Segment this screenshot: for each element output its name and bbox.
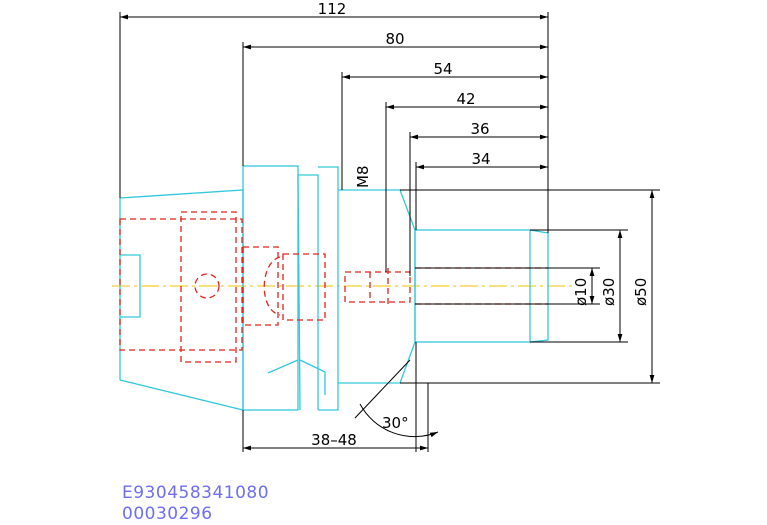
dim-label-54: 54 xyxy=(433,60,452,78)
dim-label-dia50: ø50 xyxy=(632,278,650,306)
article-number: E930458341080 xyxy=(122,483,270,503)
extension-lines xyxy=(119,12,660,452)
dim-label-angle: 30° xyxy=(382,414,409,432)
dim-label-34: 34 xyxy=(471,150,490,168)
article-codes: E930458341080 00030296 xyxy=(122,483,269,525)
thread-label: M8 xyxy=(354,166,372,189)
dim-label-80: 80 xyxy=(385,30,404,48)
dim-label-38-48: 38–48 xyxy=(311,431,357,449)
dim-label-42: 42 xyxy=(456,90,475,108)
dim-label-dia10: ø10 xyxy=(572,278,590,306)
angle-dimension xyxy=(354,359,439,438)
dim-label-36: 36 xyxy=(470,120,489,138)
secondary-number: 00030296 xyxy=(122,504,213,524)
dim-label-112: 112 xyxy=(318,0,347,18)
tool-holder-outline xyxy=(119,165,549,411)
hidden-lines xyxy=(119,211,548,363)
dim-label-dia30: ø30 xyxy=(600,278,618,306)
